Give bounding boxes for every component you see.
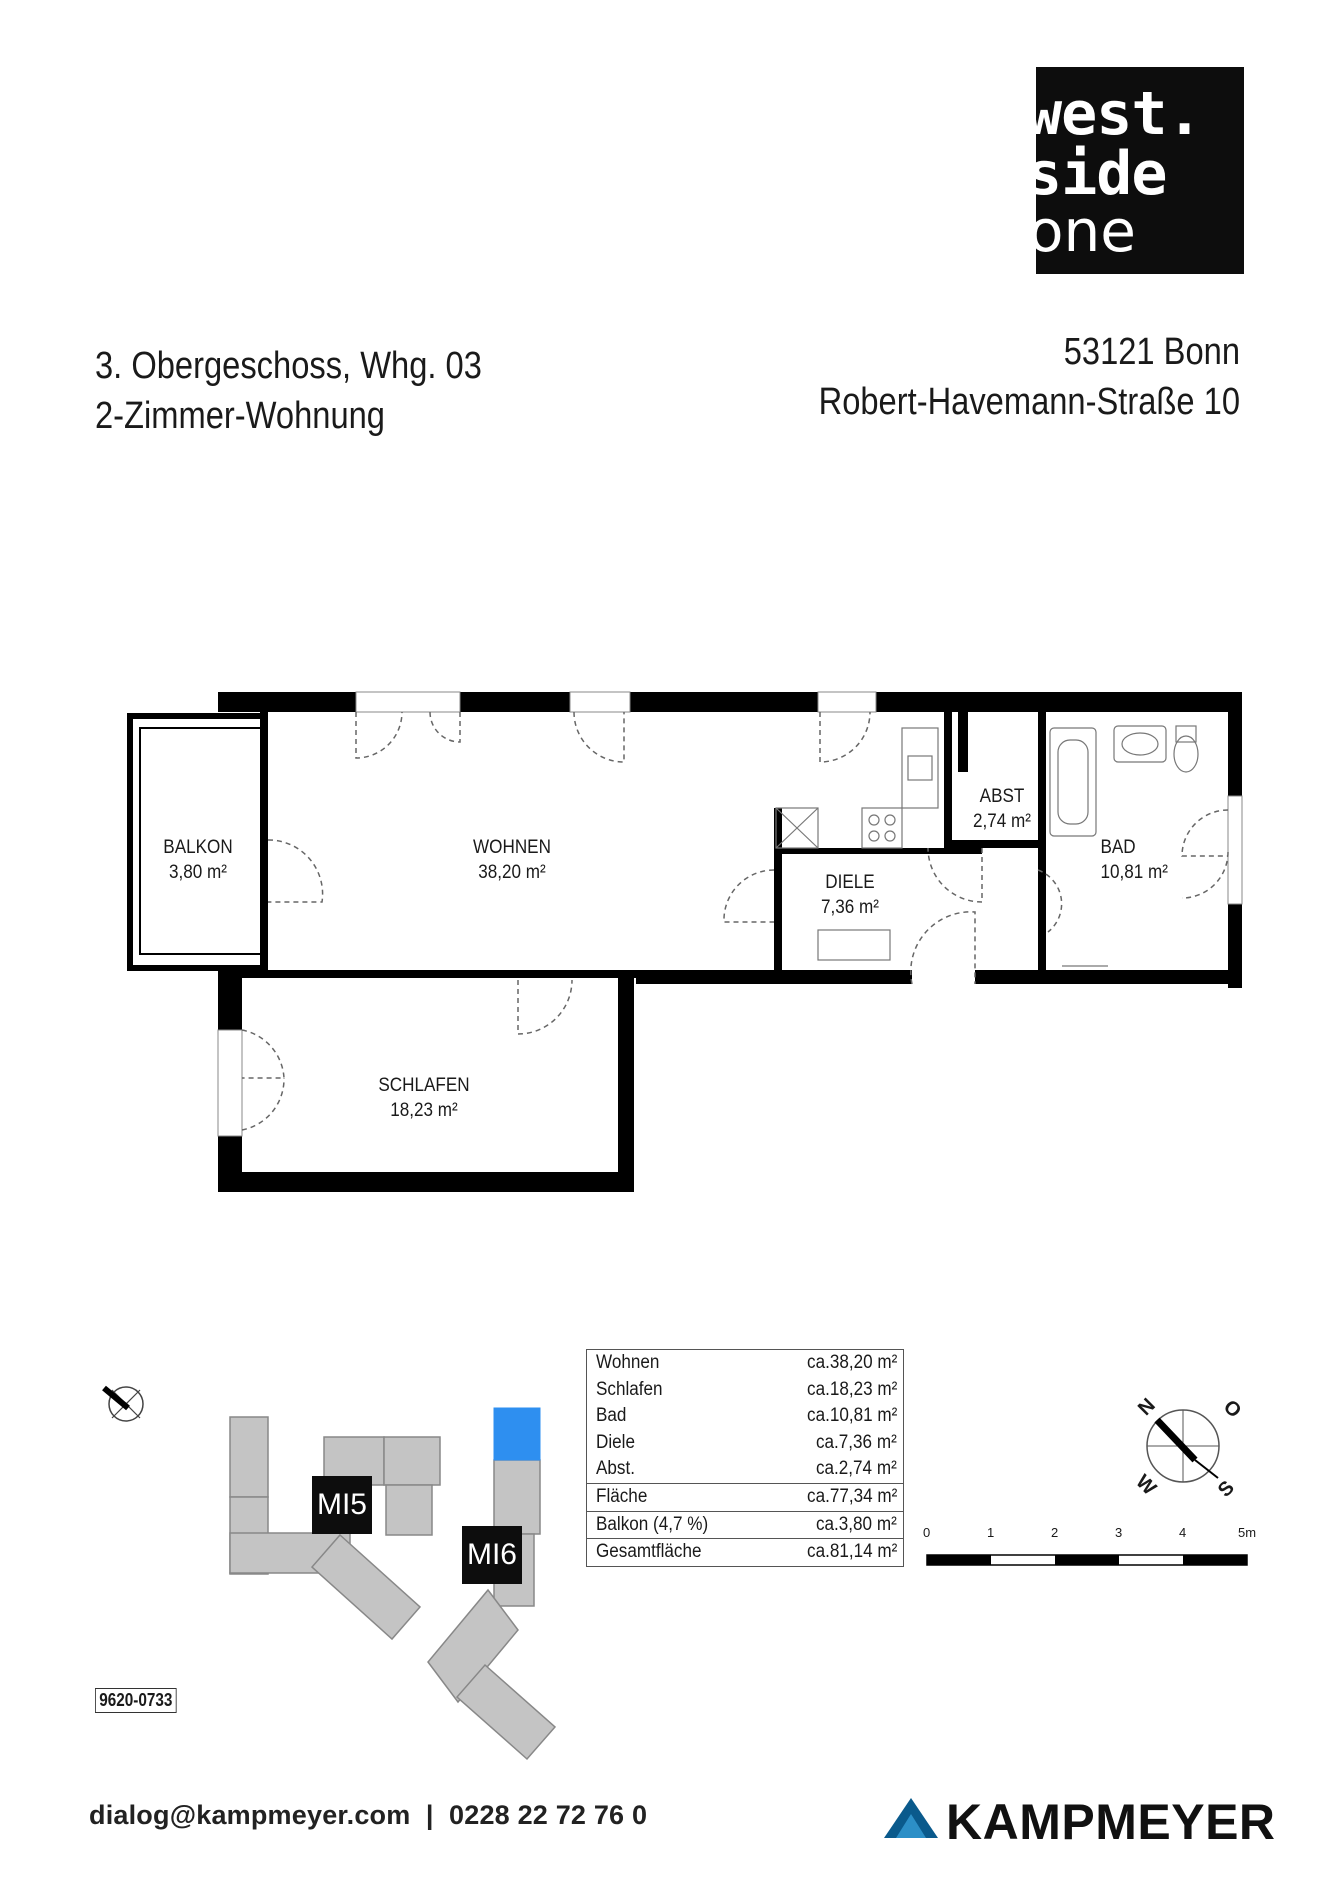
room-name: ABST: [979, 786, 1025, 807]
building-mi5-label: MI5: [312, 1476, 372, 1534]
row-label: Wohnen: [596, 1352, 660, 1373]
street: Robert-Havemann-Straße 10: [818, 381, 1240, 423]
table-row: Diele ca.7,36 m²: [587, 1430, 903, 1457]
row-value: ca.38,20 m²: [806, 1352, 897, 1373]
room-area: 10,81 m²: [1100, 862, 1168, 883]
row-value: ca.18,23 m²: [806, 1378, 897, 1400]
scale-bar: [926, 1554, 1248, 1566]
site-compass-icon: [102, 1385, 144, 1422]
row-value: ca.3,80 m²: [816, 1513, 897, 1535]
city: 53121 Bonn: [1063, 331, 1240, 373]
address: 53121 Bonn Robert-Havemann-Straße 10: [819, 327, 1240, 427]
table-row: Bad ca.10,81 m²: [587, 1403, 903, 1430]
room-wohnen: WOHNEN 38,20 m²: [458, 835, 566, 885]
room-schlafen: SCHLAFEN 18,23 m²: [370, 1073, 478, 1123]
room-area: 38,20 m²: [478, 862, 546, 883]
room-name: WOHNEN: [473, 837, 551, 858]
plan-code: 9620-0733: [95, 1688, 177, 1713]
room-balkon: BALKON 3,80 m²: [149, 835, 248, 885]
floor-label: 3. Obergeschoss, Whg. 03: [95, 345, 482, 387]
table-row: Balkon (4,7 %) ca.3,80 m²: [587, 1510, 903, 1539]
bath-fixtures: [1049, 725, 1199, 967]
room-diele: DIELE 7,36 m²: [810, 870, 891, 920]
table-row: Schlafen ca.18,23 m²: [587, 1377, 903, 1404]
compass-rose-icon: [1146, 1409, 1220, 1483]
plan-walls: [218, 692, 1242, 1192]
room-name: SCHLAFEN: [378, 1075, 470, 1096]
table-row: Gesamtfläche ca.81,14 m²: [587, 1538, 903, 1566]
row-value: ca.2,74 m²: [816, 1458, 897, 1480]
row-value: ca.7,36 m²: [816, 1431, 897, 1453]
kitchen-fixtures: [775, 727, 939, 961]
apartment-info: 3. Obergeschoss, Whg. 03 2-Zimmer-Wohnun…: [95, 341, 482, 441]
kampmeyer-logo-icon: [884, 1798, 938, 1838]
room-area: 18,23 m²: [390, 1100, 458, 1121]
row-label: Gesamtfläche: [596, 1541, 702, 1563]
site-plan: [229, 1416, 557, 1761]
door-swings: [241, 711, 1229, 1131]
logo-line-2: side: [1036, 139, 1167, 209]
row-label: Schlafen: [596, 1378, 663, 1400]
row-value: ca.10,81 m²: [806, 1405, 897, 1427]
logo-line-1: west.: [1036, 79, 1203, 149]
scale-label: 2: [1051, 1525, 1059, 1540]
room-area: 3,80 m²: [169, 862, 227, 883]
scale-label: 0: [923, 1525, 931, 1540]
row-label: Balkon (4,7 %): [596, 1513, 709, 1535]
building-mi6-label: MI6: [462, 1526, 522, 1584]
scale-label: 1: [987, 1525, 995, 1540]
area-table: Wohnen ca.38,20 m² Schlafen ca.18,23 m² Ba…: [586, 1349, 904, 1567]
row-label: Bad: [596, 1405, 627, 1427]
row-value: ca.77,34 m²: [806, 1485, 897, 1507]
row-label: Fläche: [596, 1485, 648, 1507]
logo-line-3: one: [1036, 197, 1136, 265]
room-name: BALKON: [163, 837, 233, 858]
table-row: Fläche ca.77,34 m²: [587, 1482, 903, 1511]
brand-name: KAMPMEYER: [946, 1794, 1276, 1850]
room-name: BAD: [1100, 837, 1136, 858]
row-value: ca.81,14 m²: [806, 1541, 897, 1563]
scale-label: 3: [1115, 1525, 1123, 1540]
plan-windows: [217, 691, 1243, 1137]
room-area: 7,36 m²: [821, 897, 879, 918]
room-name: DIELE: [825, 872, 875, 893]
scale-label: 4: [1179, 1525, 1187, 1540]
row-label: Abst.: [596, 1458, 635, 1480]
table-row: Abst. ca.2,74 m²: [587, 1456, 903, 1483]
apartment-type: 2-Zimmer-Wohnung: [95, 395, 385, 437]
room-abst: ABST 2,74 m²: [966, 784, 1038, 834]
scale-label: 5m: [1238, 1525, 1257, 1540]
contact-info: dialog@kampmeyer.com | 0228 22 72 76 0: [89, 1800, 648, 1830]
room-bad: BAD 10,81 m²: [1101, 835, 1182, 885]
west-side-one-logo: west. side one: [1036, 67, 1244, 274]
row-label: Diele: [596, 1431, 635, 1453]
site-highlight: [493, 1407, 541, 1461]
room-area: 2,74 m²: [973, 811, 1031, 832]
table-row: Wohnen ca.38,20 m²: [587, 1350, 903, 1377]
